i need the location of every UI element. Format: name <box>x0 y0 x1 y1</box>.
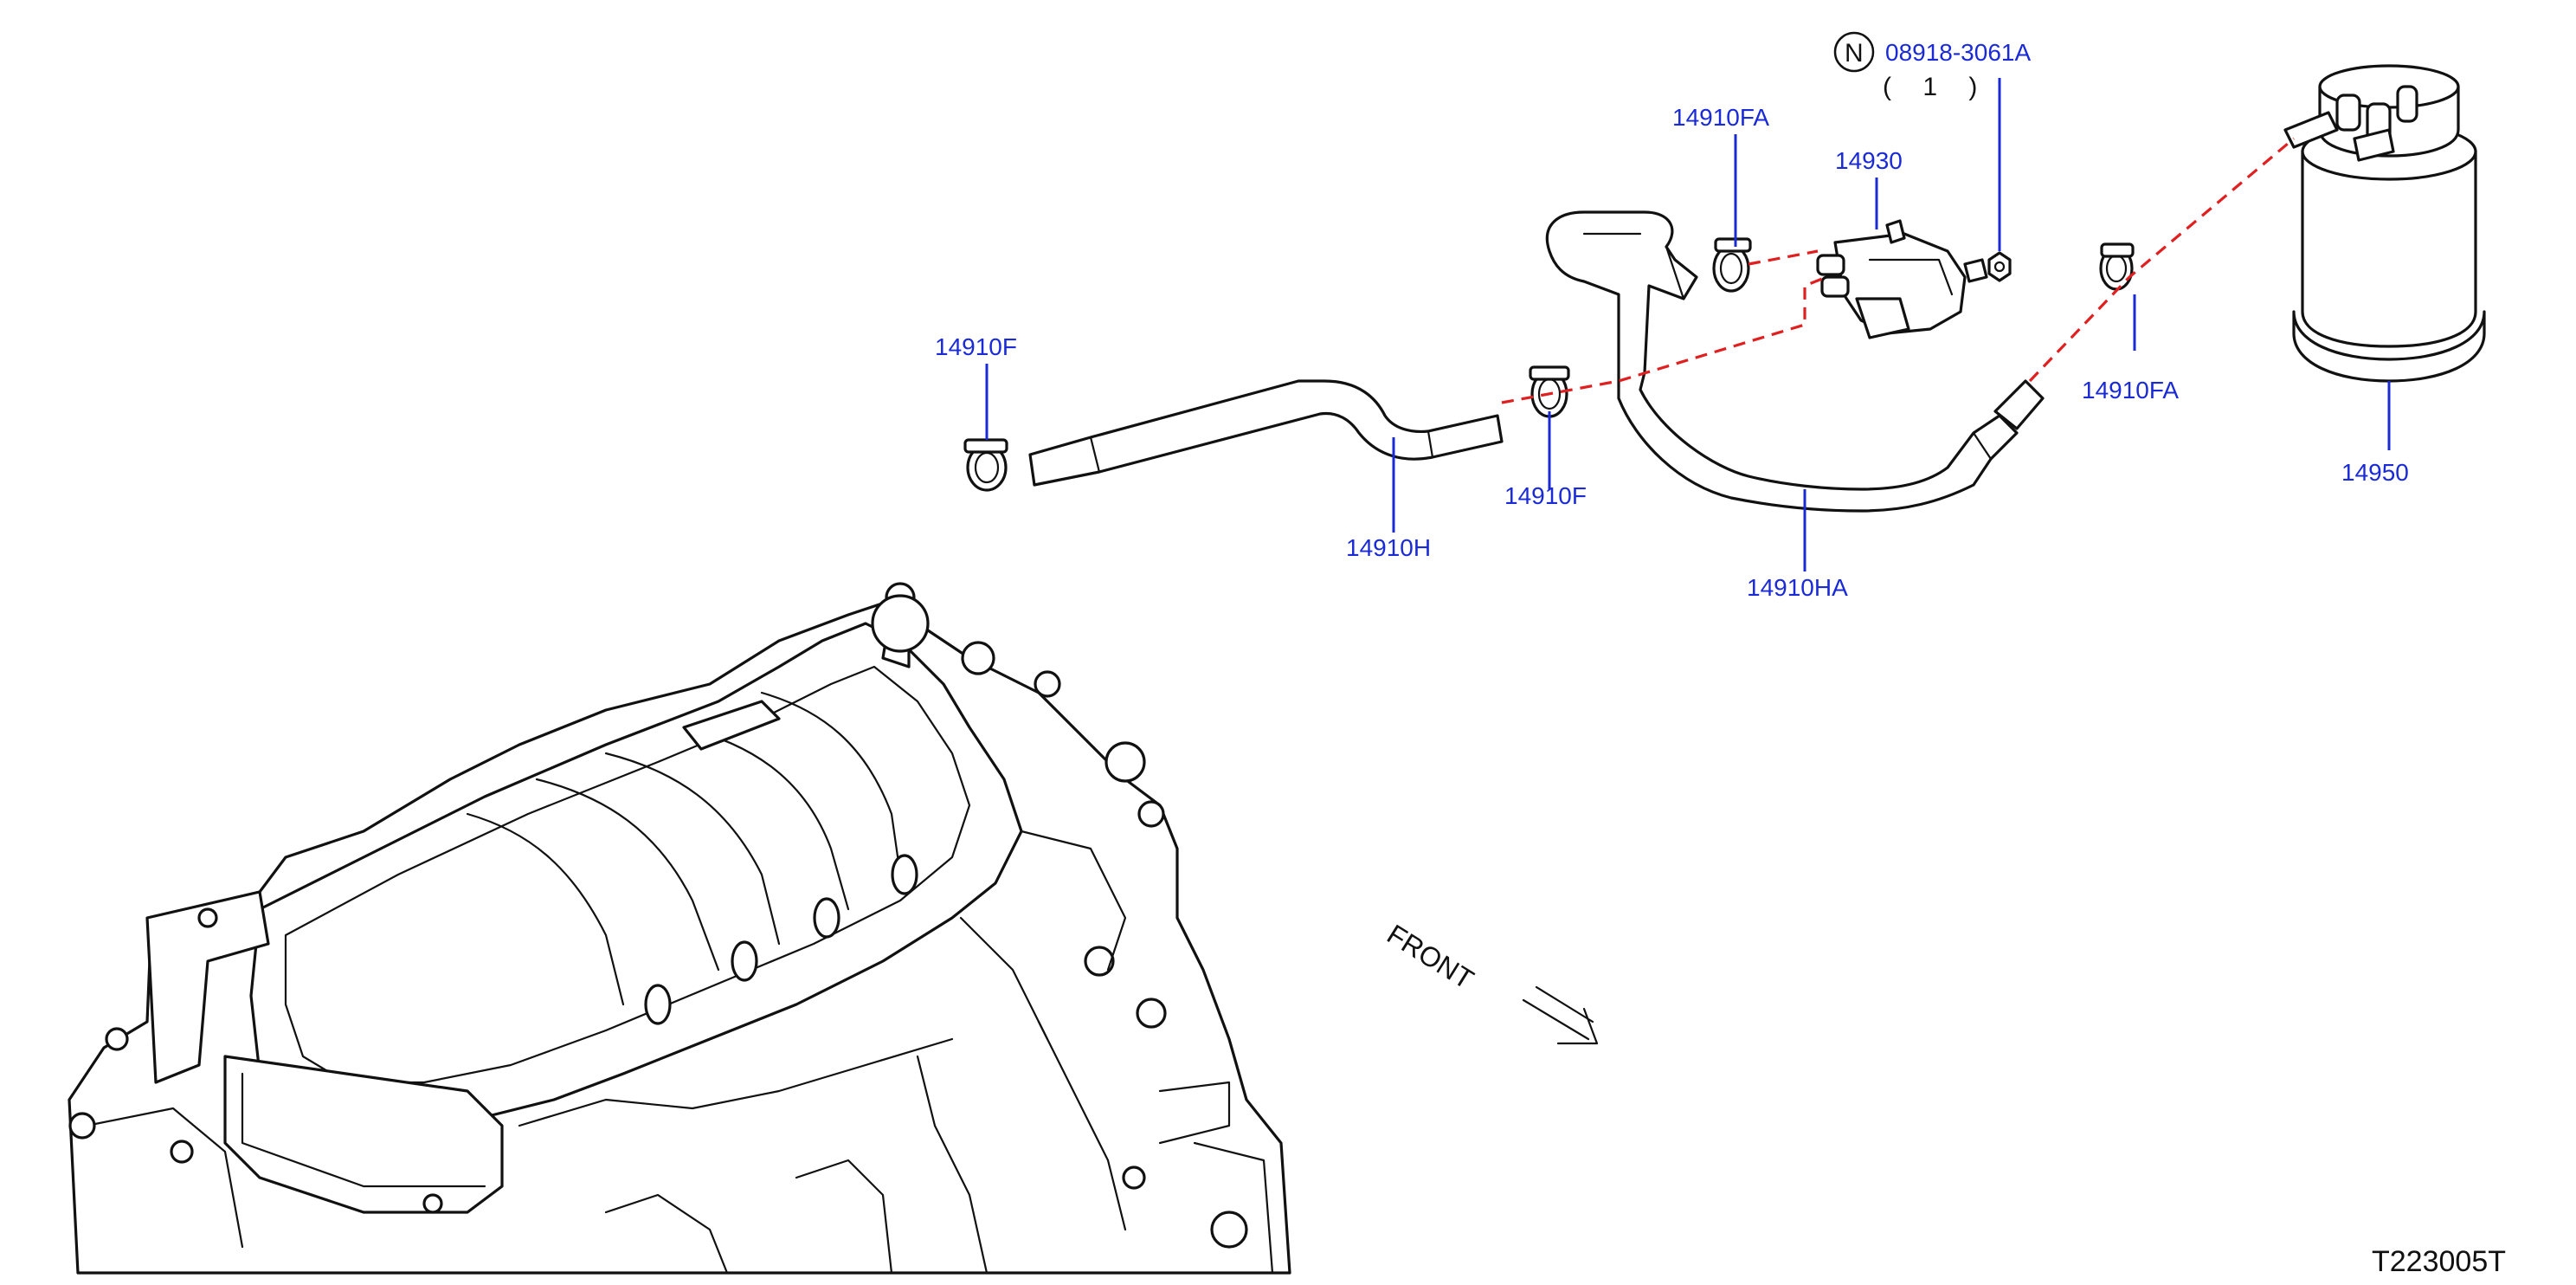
clamp-14910F-left <box>963 438 1008 492</box>
hose-14910H <box>1028 379 1504 487</box>
label-14910HA: 14910HA <box>1747 574 1848 601</box>
route-hose-to-canister <box>2028 137 2296 383</box>
routing-lines <box>1501 137 2296 404</box>
route-hose-to-clamp <box>1501 275 1827 404</box>
clamp-14910FA-right <box>2099 242 2135 291</box>
leader-lines <box>985 78 2391 571</box>
clamp-14910FA-upper <box>1712 237 1752 293</box>
label-14910F-left: 14910F <box>935 333 1017 360</box>
route-clamp-to-solenoid <box>1748 249 1819 266</box>
label-14910FA-upper: 14910FA <box>1672 104 1769 131</box>
drawing-code: T223005T <box>2372 1245 2506 1278</box>
label-14910FA-right: 14910FA <box>2082 377 2179 404</box>
front-direction-indicator: FRONT <box>1381 918 1599 1045</box>
intake-manifold-illustration <box>68 582 1291 1275</box>
qty-08918-3061A: ( 1 ) <box>1883 73 1989 101</box>
label-14910F-right: 14910F <box>1504 482 1587 509</box>
nut-08918-3061A <box>1987 251 2012 282</box>
label-08918-3061A: 08918-3061A <box>1885 39 2031 66</box>
part-labels: N 08918-3061A ( 1 ) 14910FA 14930 14910F… <box>935 31 2409 601</box>
label-14910H: 14910H <box>1346 534 1431 561</box>
evap-canister-14950 <box>2283 64 2486 383</box>
label-14950: 14950 <box>2341 459 2409 486</box>
note-symbol-circle <box>1833 31 1875 73</box>
purge-solenoid-14930 <box>1816 219 1988 339</box>
hose-14910HA <box>1545 210 2045 513</box>
front-label: FRONT <box>1381 918 1479 995</box>
label-14930: 14930 <box>1835 147 1903 174</box>
note-symbol: N <box>1845 39 1864 68</box>
